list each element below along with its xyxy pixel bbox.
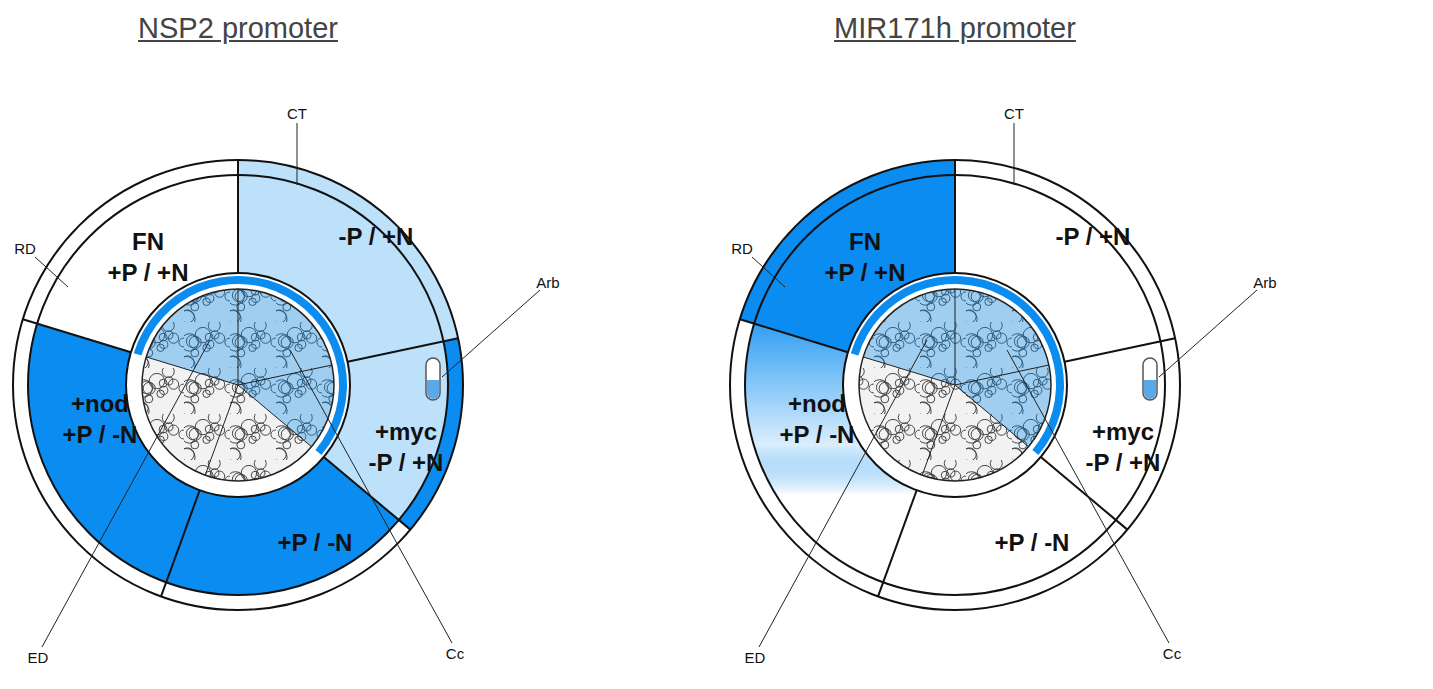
part-label: Arb — [536, 274, 559, 291]
leader-line — [42, 340, 210, 647]
sector-divider — [878, 490, 917, 596]
condition-text: +myc — [1086, 416, 1161, 447]
stele-outline — [859, 289, 1051, 481]
core-divider — [146, 357, 238, 385]
condition-text: +myc — [369, 416, 444, 447]
stele-cells — [142, 289, 334, 481]
sector-divider — [348, 338, 459, 361]
core-divider — [863, 357, 955, 385]
core-divider — [205, 385, 238, 475]
diagram-title: MIR171h promoter — [834, 12, 1076, 45]
leader-line — [1014, 123, 1015, 185]
arbuscule-fill — [1144, 380, 1156, 399]
leader-line — [752, 257, 785, 287]
core-divider — [955, 385, 1029, 447]
condition-text: +nod — [780, 388, 855, 419]
leader-line — [759, 340, 927, 647]
leader-line — [290, 350, 452, 643]
outline — [126, 273, 350, 497]
stele-core — [859, 289, 1051, 481]
core-divider — [238, 289, 239, 385]
condition-text: +nod — [63, 388, 138, 419]
leader-line — [1159, 290, 1257, 377]
condition-text: +P / +N — [825, 257, 906, 288]
leader-line — [1007, 350, 1169, 643]
part-label: Cc — [1163, 645, 1181, 662]
part-label: Cc — [446, 645, 464, 662]
sector-divider — [161, 490, 200, 596]
arbuscule-cell — [1143, 358, 1157, 400]
sector-divider — [740, 319, 848, 352]
condition-text: -P / +N — [1086, 447, 1161, 478]
condition-text: +P / -N — [63, 419, 138, 450]
arbuscule-fill — [427, 380, 439, 399]
leader-line — [297, 123, 298, 185]
sector-divider — [1065, 338, 1176, 361]
condition-text: +P / -N — [995, 527, 1070, 558]
stele-outline — [142, 289, 334, 481]
sector-label: +P / -N — [991, 525, 1074, 560]
part-label: Arb — [1253, 274, 1276, 291]
condition-text: -P / +N — [339, 221, 414, 252]
condition-text: -P / +N — [369, 447, 444, 478]
sector-divider — [954, 160, 956, 273]
sector-label: -P / +N — [335, 219, 418, 254]
outline — [730, 160, 1180, 610]
outer-disc — [730, 160, 1180, 610]
condition-text: FN — [108, 226, 189, 257]
core-divider — [955, 289, 956, 385]
condition-text: -P / +N — [1056, 221, 1131, 252]
core-divider — [922, 385, 955, 475]
part-label: RD — [14, 240, 36, 257]
part-label: ED — [28, 649, 49, 666]
inner-ring — [126, 273, 350, 497]
sector-label: +nod+P / -N — [776, 386, 859, 452]
condition-text: +P / -N — [780, 419, 855, 450]
outline — [843, 273, 1067, 497]
condition-text: FN — [825, 226, 906, 257]
sector-divider — [23, 319, 131, 352]
outer-disc — [13, 160, 463, 610]
sector-label: +nod+P / -N — [59, 386, 142, 452]
part-label: RD — [731, 240, 753, 257]
outline — [13, 160, 463, 610]
part-label: ED — [745, 649, 766, 666]
sector-label: +myc-P / +N — [1082, 414, 1165, 480]
sector-label: +myc-P / +N — [365, 414, 448, 480]
part-label: CT — [1004, 105, 1024, 122]
leader-line — [442, 290, 540, 377]
condition-text: +P / +N — [108, 257, 189, 288]
core-divider — [238, 365, 332, 385]
sector-label: FN+P / +N — [821, 224, 910, 290]
stele-core — [142, 289, 334, 481]
inner-ring — [843, 273, 1067, 497]
condition-text: +P / -N — [278, 527, 353, 558]
diagram-title: NSP2 promoter — [138, 12, 338, 45]
sector-label: -P / +N — [1052, 219, 1135, 254]
sector-label: +P / -N — [274, 525, 357, 560]
stele-cells — [859, 289, 1051, 481]
sector-divider — [237, 160, 239, 273]
core-divider — [238, 385, 312, 447]
arbuscule-cell — [426, 358, 440, 400]
core-divider — [955, 365, 1049, 385]
part-label: CT — [287, 105, 307, 122]
sector-label: FN+P / +N — [104, 224, 193, 290]
leader-line — [35, 257, 68, 287]
